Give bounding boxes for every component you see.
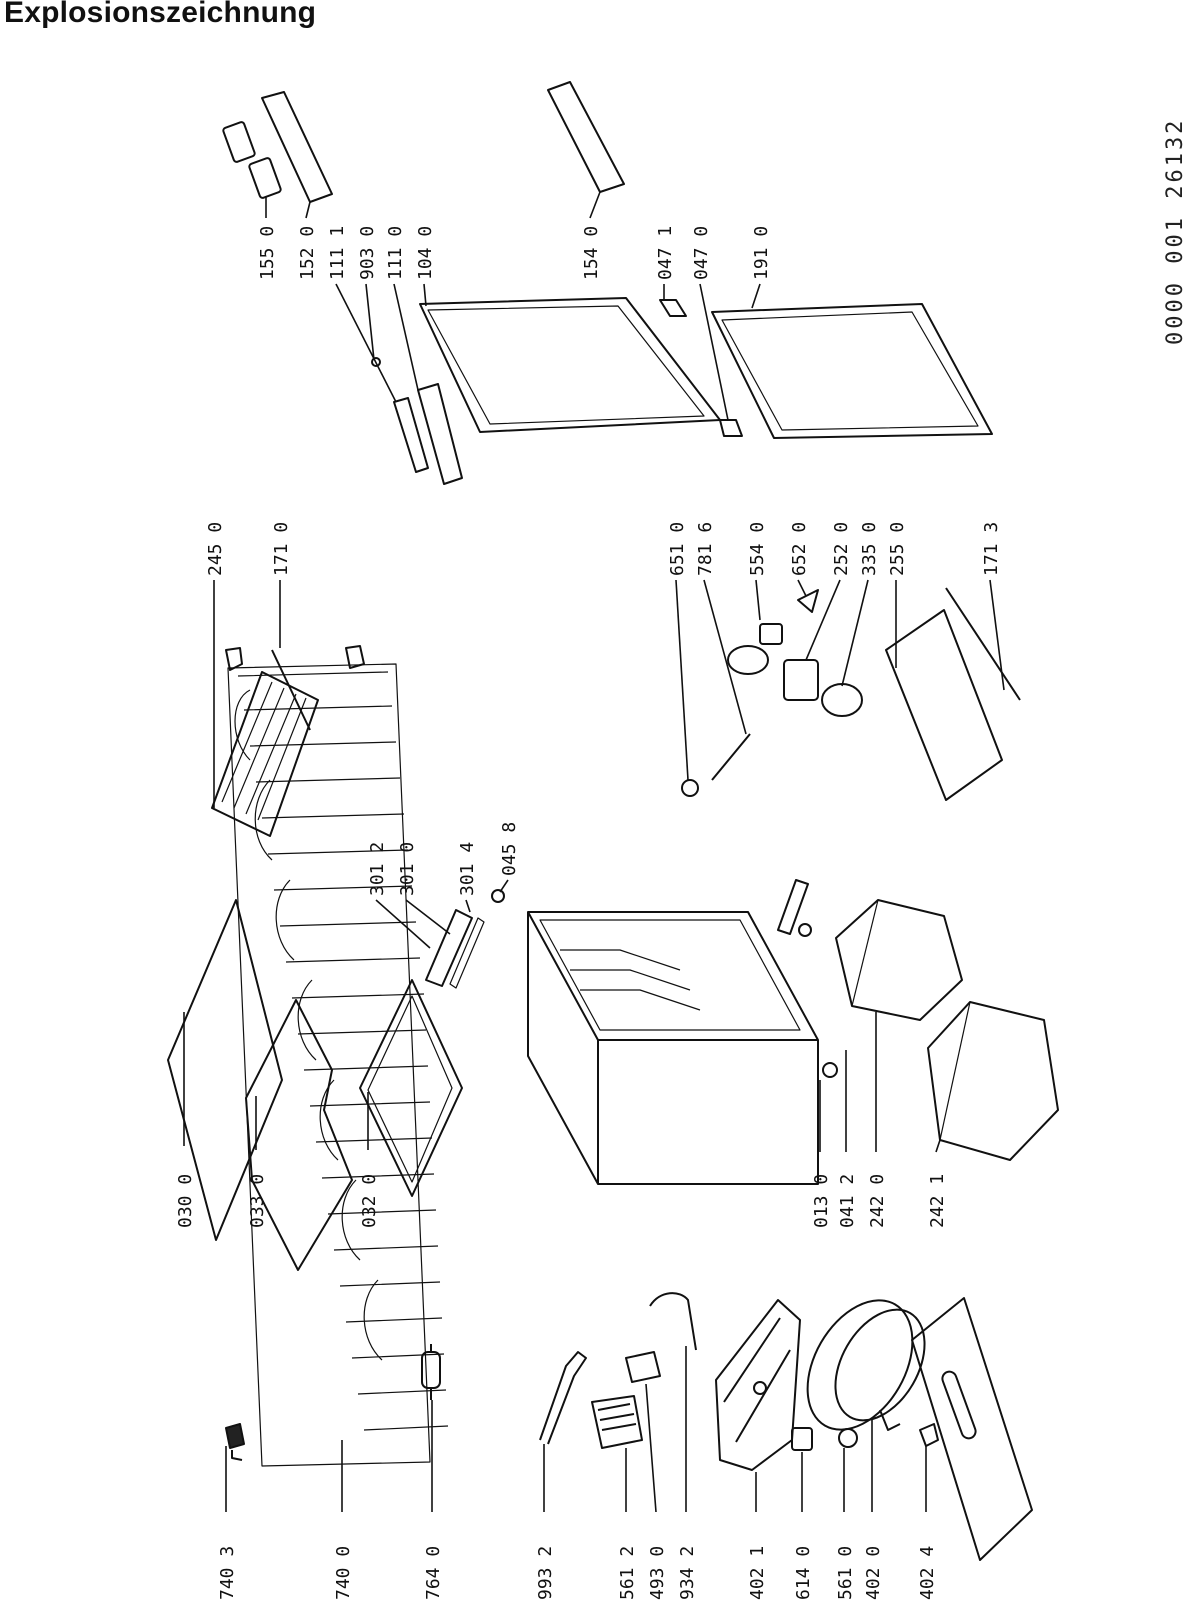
clip-740-3 — [225, 1423, 245, 1449]
label-152-0: 152 0 — [297, 226, 318, 280]
cabinet-parts — [167, 879, 1059, 1271]
label-652-0: 652 0 — [789, 522, 810, 576]
label-252-0: 252 0 — [831, 522, 852, 576]
label-104-0: 104 0 — [415, 226, 436, 280]
label-301-0: 301 0 — [397, 842, 418, 896]
label-245-0: 245 0 — [205, 522, 226, 576]
label-111-1: 111 1 — [327, 226, 348, 280]
condenser-tubes — [234, 671, 449, 1431]
label-493-0: 493 0 — [647, 1546, 668, 1600]
label-013-0: 013 0 — [811, 1174, 832, 1228]
label-171-3: 171 3 — [981, 522, 1002, 576]
condenser-assembly — [225, 645, 449, 1467]
filter-drier — [421, 1344, 441, 1400]
label-030-0: 030 0 — [175, 1174, 196, 1228]
label-154-0: 154 0 — [581, 226, 602, 280]
shelf-and-controls — [211, 587, 1021, 837]
label-561-0: 561 0 — [835, 1546, 856, 1600]
label-255-0: 255 0 — [887, 522, 908, 576]
door-parts — [222, 81, 993, 485]
document-number: 0000 001 26132 — [1163, 118, 1188, 345]
label-171-0: 171 0 — [271, 522, 292, 576]
label-047-0: 047 0 — [691, 226, 712, 280]
electrical-parts — [539, 1292, 1033, 1561]
label-111-0: 111 0 — [385, 226, 406, 280]
label-402-4: 402 4 — [917, 1546, 938, 1600]
part-labels: 740 3 740 0 764 0 993 2 561 2 493 0 934 … — [175, 226, 1002, 1600]
label-740-0: 740 0 — [333, 1546, 354, 1600]
page-title: Explosionszeichnung — [4, 0, 317, 29]
label-614-0: 614 0 — [793, 1546, 814, 1600]
label-191-0: 191 0 — [751, 226, 772, 280]
label-740-3: 740 3 — [217, 1546, 238, 1600]
label-041-2: 041 2 — [837, 1174, 858, 1228]
label-781-6: 781 6 — [695, 522, 716, 576]
label-903-0: 903 0 — [357, 226, 378, 280]
label-993-2: 993 2 — [535, 1546, 556, 1600]
label-651-0: 651 0 — [667, 522, 688, 576]
leader-lines — [183, 191, 1005, 1513]
label-301-2: 301 2 — [367, 842, 388, 896]
label-402-1: 402 1 — [747, 1546, 768, 1600]
label-032-0: 032 0 — [359, 1174, 380, 1228]
label-242-0: 242 0 — [867, 1174, 888, 1228]
label-047-1: 047 1 — [655, 226, 676, 280]
label-155-0: 155 0 — [257, 226, 278, 280]
label-934-2: 934 2 — [677, 1546, 698, 1600]
label-561-2: 561 2 — [617, 1546, 638, 1600]
label-045-8: 045 8 — [499, 822, 520, 876]
label-033-0: 033 0 — [247, 1174, 268, 1228]
label-335-0: 335 0 — [859, 522, 880, 576]
label-554-0: 554 0 — [747, 522, 768, 576]
label-301-4: 301 4 — [457, 842, 478, 896]
label-402-0: 402 0 — [863, 1546, 884, 1600]
label-242-1: 242 1 — [927, 1174, 948, 1228]
label-764-0: 764 0 — [423, 1546, 444, 1600]
